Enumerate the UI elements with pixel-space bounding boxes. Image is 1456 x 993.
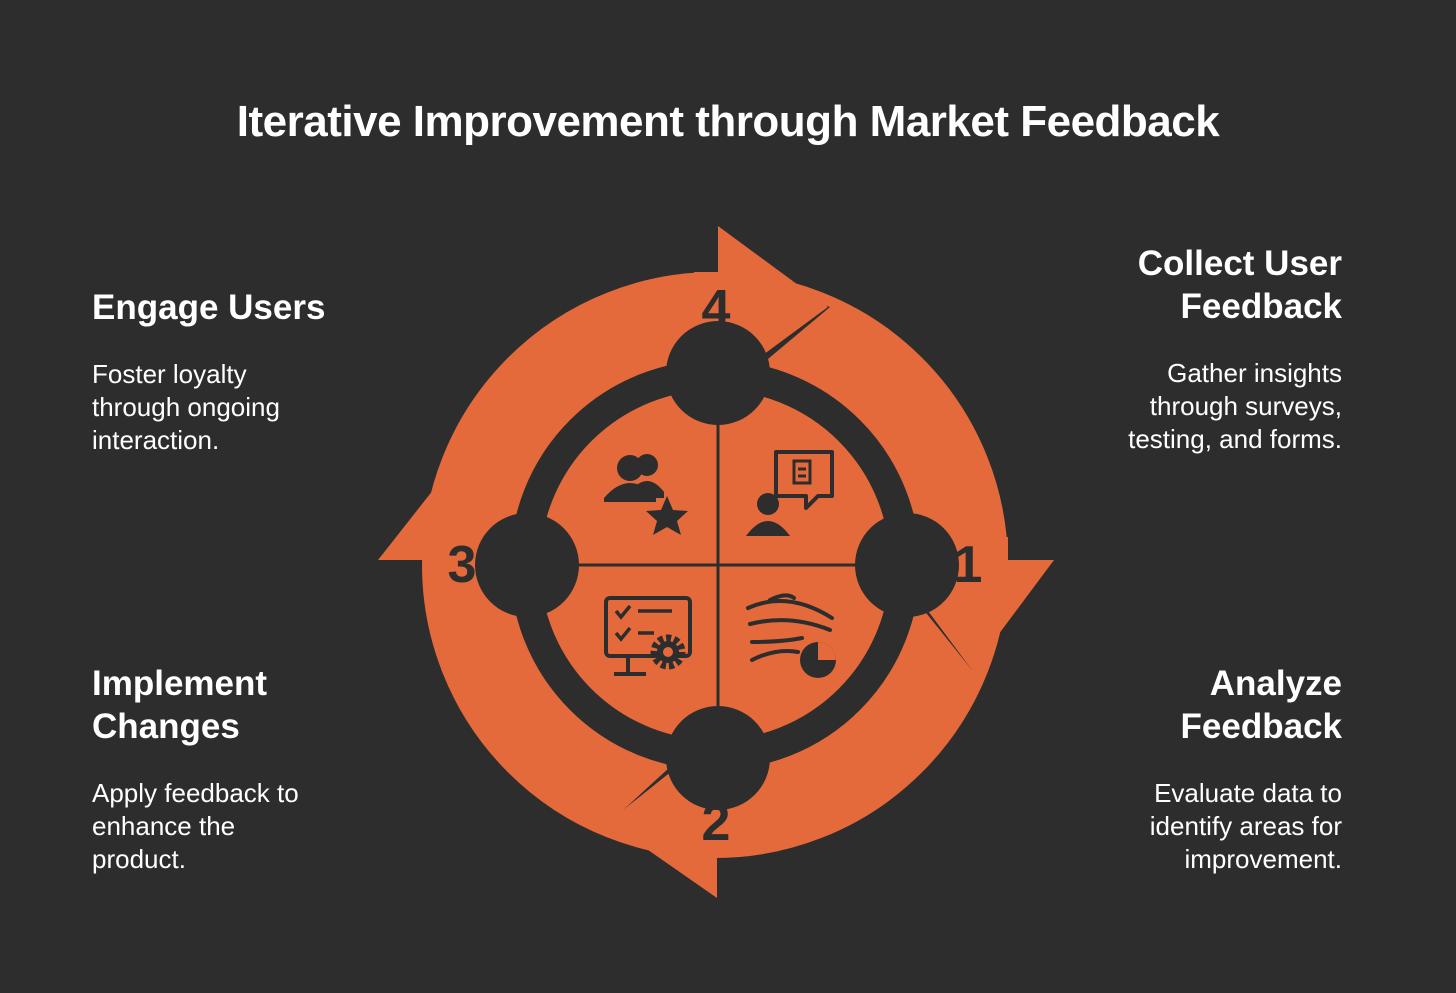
step-4-heading: Engage Users <box>92 288 326 327</box>
user-feedback-icon <box>746 450 834 536</box>
step-1-text: Collect User Feedback Gather insights th… <box>1042 242 1342 456</box>
step-4-number: 4 <box>702 280 731 338</box>
settings-checklist-icon <box>604 596 692 676</box>
step-4-text: Engage Users Foster loyalty through ongo… <box>92 286 392 457</box>
step-3-description: Apply feedback to enhance the product. <box>92 778 299 874</box>
users-star-icon <box>604 454 688 535</box>
step-1-number: 1 <box>954 536 983 594</box>
step-2-text: Analyze Feedback Evaluate data to identi… <box>1042 662 1342 876</box>
page-title: Iterative Improvement through Market Fee… <box>236 97 1220 146</box>
step-3-heading: Implement Changes <box>92 664 268 746</box>
step-2-heading: Analyze Feedback <box>1180 664 1342 746</box>
data-analysis-icon <box>746 593 836 678</box>
step-1-description: Gather insights through surveys, testing… <box>1128 358 1342 454</box>
step-3-text: Implement Changes Apply feedback to enha… <box>92 662 392 876</box>
step-2-number: 2 <box>702 794 731 852</box>
notches <box>475 321 959 810</box>
step-4-description: Foster loyalty through ongoing interacti… <box>92 359 280 455</box>
step-1-heading: Collect User Feedback <box>1137 244 1342 326</box>
step-2-description: Evaluate data to identify areas for impr… <box>1149 778 1342 874</box>
step-3-number: 3 <box>448 536 477 594</box>
